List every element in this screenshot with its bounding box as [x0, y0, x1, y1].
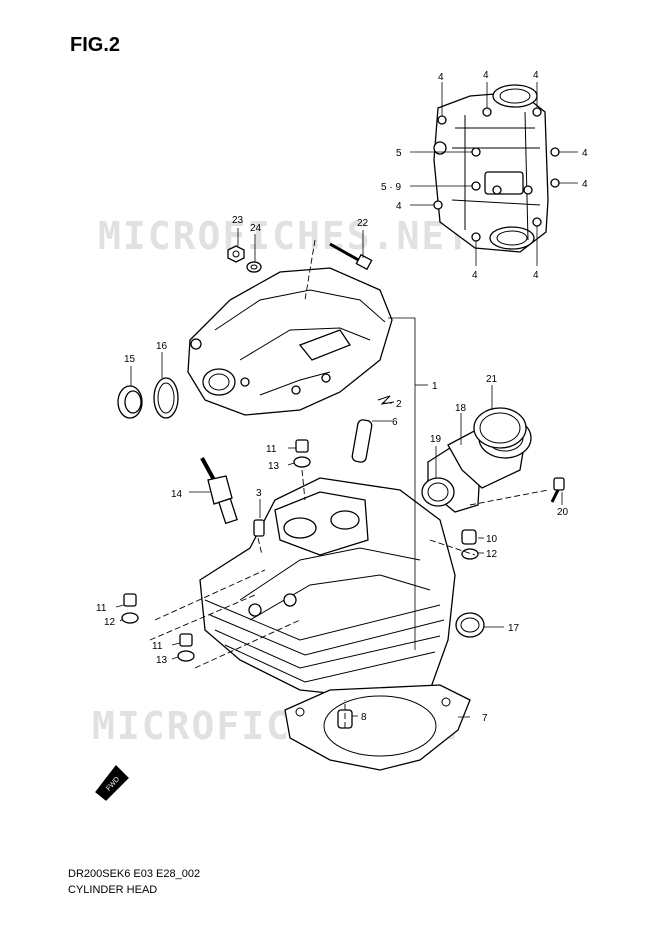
callout-4: 4: [483, 70, 489, 81]
callout-23: 23: [232, 215, 244, 226]
callout-4: 4: [582, 179, 588, 190]
callout-15: 15: [124, 354, 136, 365]
figure-title: FIG.2: [70, 34, 121, 56]
callout-2: 2: [396, 399, 402, 410]
clamp-21: [473, 407, 527, 449]
bolt-20: [550, 477, 565, 503]
cap-15: [117, 385, 143, 419]
callout-21: 21: [486, 374, 498, 385]
callout-5-9: 5 · 9: [381, 182, 401, 193]
callout-16: 16: [156, 341, 168, 352]
callout-4: 4: [396, 201, 402, 212]
callout-11: 11: [152, 641, 163, 652]
callout-1: 1: [432, 381, 438, 392]
callout-leaders: [115, 228, 563, 718]
callout-11: 11: [266, 444, 277, 455]
callout-7: 7: [482, 713, 488, 724]
callout-3: 3: [256, 488, 262, 499]
bolt-11-lower: [177, 633, 195, 662]
callout-12: 12: [486, 549, 498, 560]
bolt-11-upper: [293, 439, 311, 468]
callout-14: 14: [171, 489, 183, 500]
valve-guide-6: [351, 419, 373, 463]
head-cover-leader-lines: [410, 82, 578, 266]
callout-20: 20: [557, 507, 569, 518]
diagram-code: DR200SEK6 E03 E28_002: [68, 868, 201, 880]
callout-4: 4: [533, 270, 539, 281]
callout-12: 12: [104, 617, 116, 628]
callout-22: 22: [357, 218, 369, 229]
cylinder-head-drawing: [199, 419, 456, 701]
bolt-11-left: [121, 593, 139, 624]
exploded-dashed-lines: [149, 239, 549, 728]
cam-housing-drawing: [187, 267, 393, 416]
washer-24: [246, 261, 262, 273]
callout-8: 8: [361, 712, 367, 723]
callout-4: 4: [582, 148, 588, 159]
callout-4: 4: [472, 270, 478, 281]
plug-17: [455, 612, 485, 638]
o-ring-16: [153, 377, 179, 419]
fwd-arrow-icon: [95, 765, 129, 801]
callout-19: 19: [430, 434, 442, 445]
watermark-top: MICROFICHES.NET: [98, 214, 472, 258]
callout-13: 13: [156, 655, 168, 666]
dowel-pin-3: [253, 519, 265, 537]
callout-5: 5: [396, 148, 402, 159]
diagram-name: CYLINDER HEAD: [68, 884, 158, 896]
nut-23: [227, 245, 245, 263]
callout-24: 24: [250, 223, 262, 234]
cylinder-gasket-7: [284, 684, 471, 771]
assembly-bracket: [388, 317, 428, 650]
callout-4: 4: [438, 72, 444, 83]
callout-13: 13: [268, 461, 280, 472]
head-cover-drawing: [433, 84, 560, 253]
stud-bolt-22: [329, 242, 373, 271]
bolt-10: [461, 529, 479, 560]
callout-4: 4: [533, 70, 539, 81]
callout-6: 6: [392, 417, 398, 428]
spark-plug-14: [200, 457, 238, 525]
callout-18: 18: [455, 403, 467, 414]
callout-labels: 4 4 4 5 5 · 9 4 4 4 4 4 23 24 22 15 16 1…: [96, 70, 588, 724]
callout-11: 11: [96, 603, 107, 614]
callout-17: 17: [508, 623, 520, 634]
callout-10: 10: [486, 534, 498, 545]
